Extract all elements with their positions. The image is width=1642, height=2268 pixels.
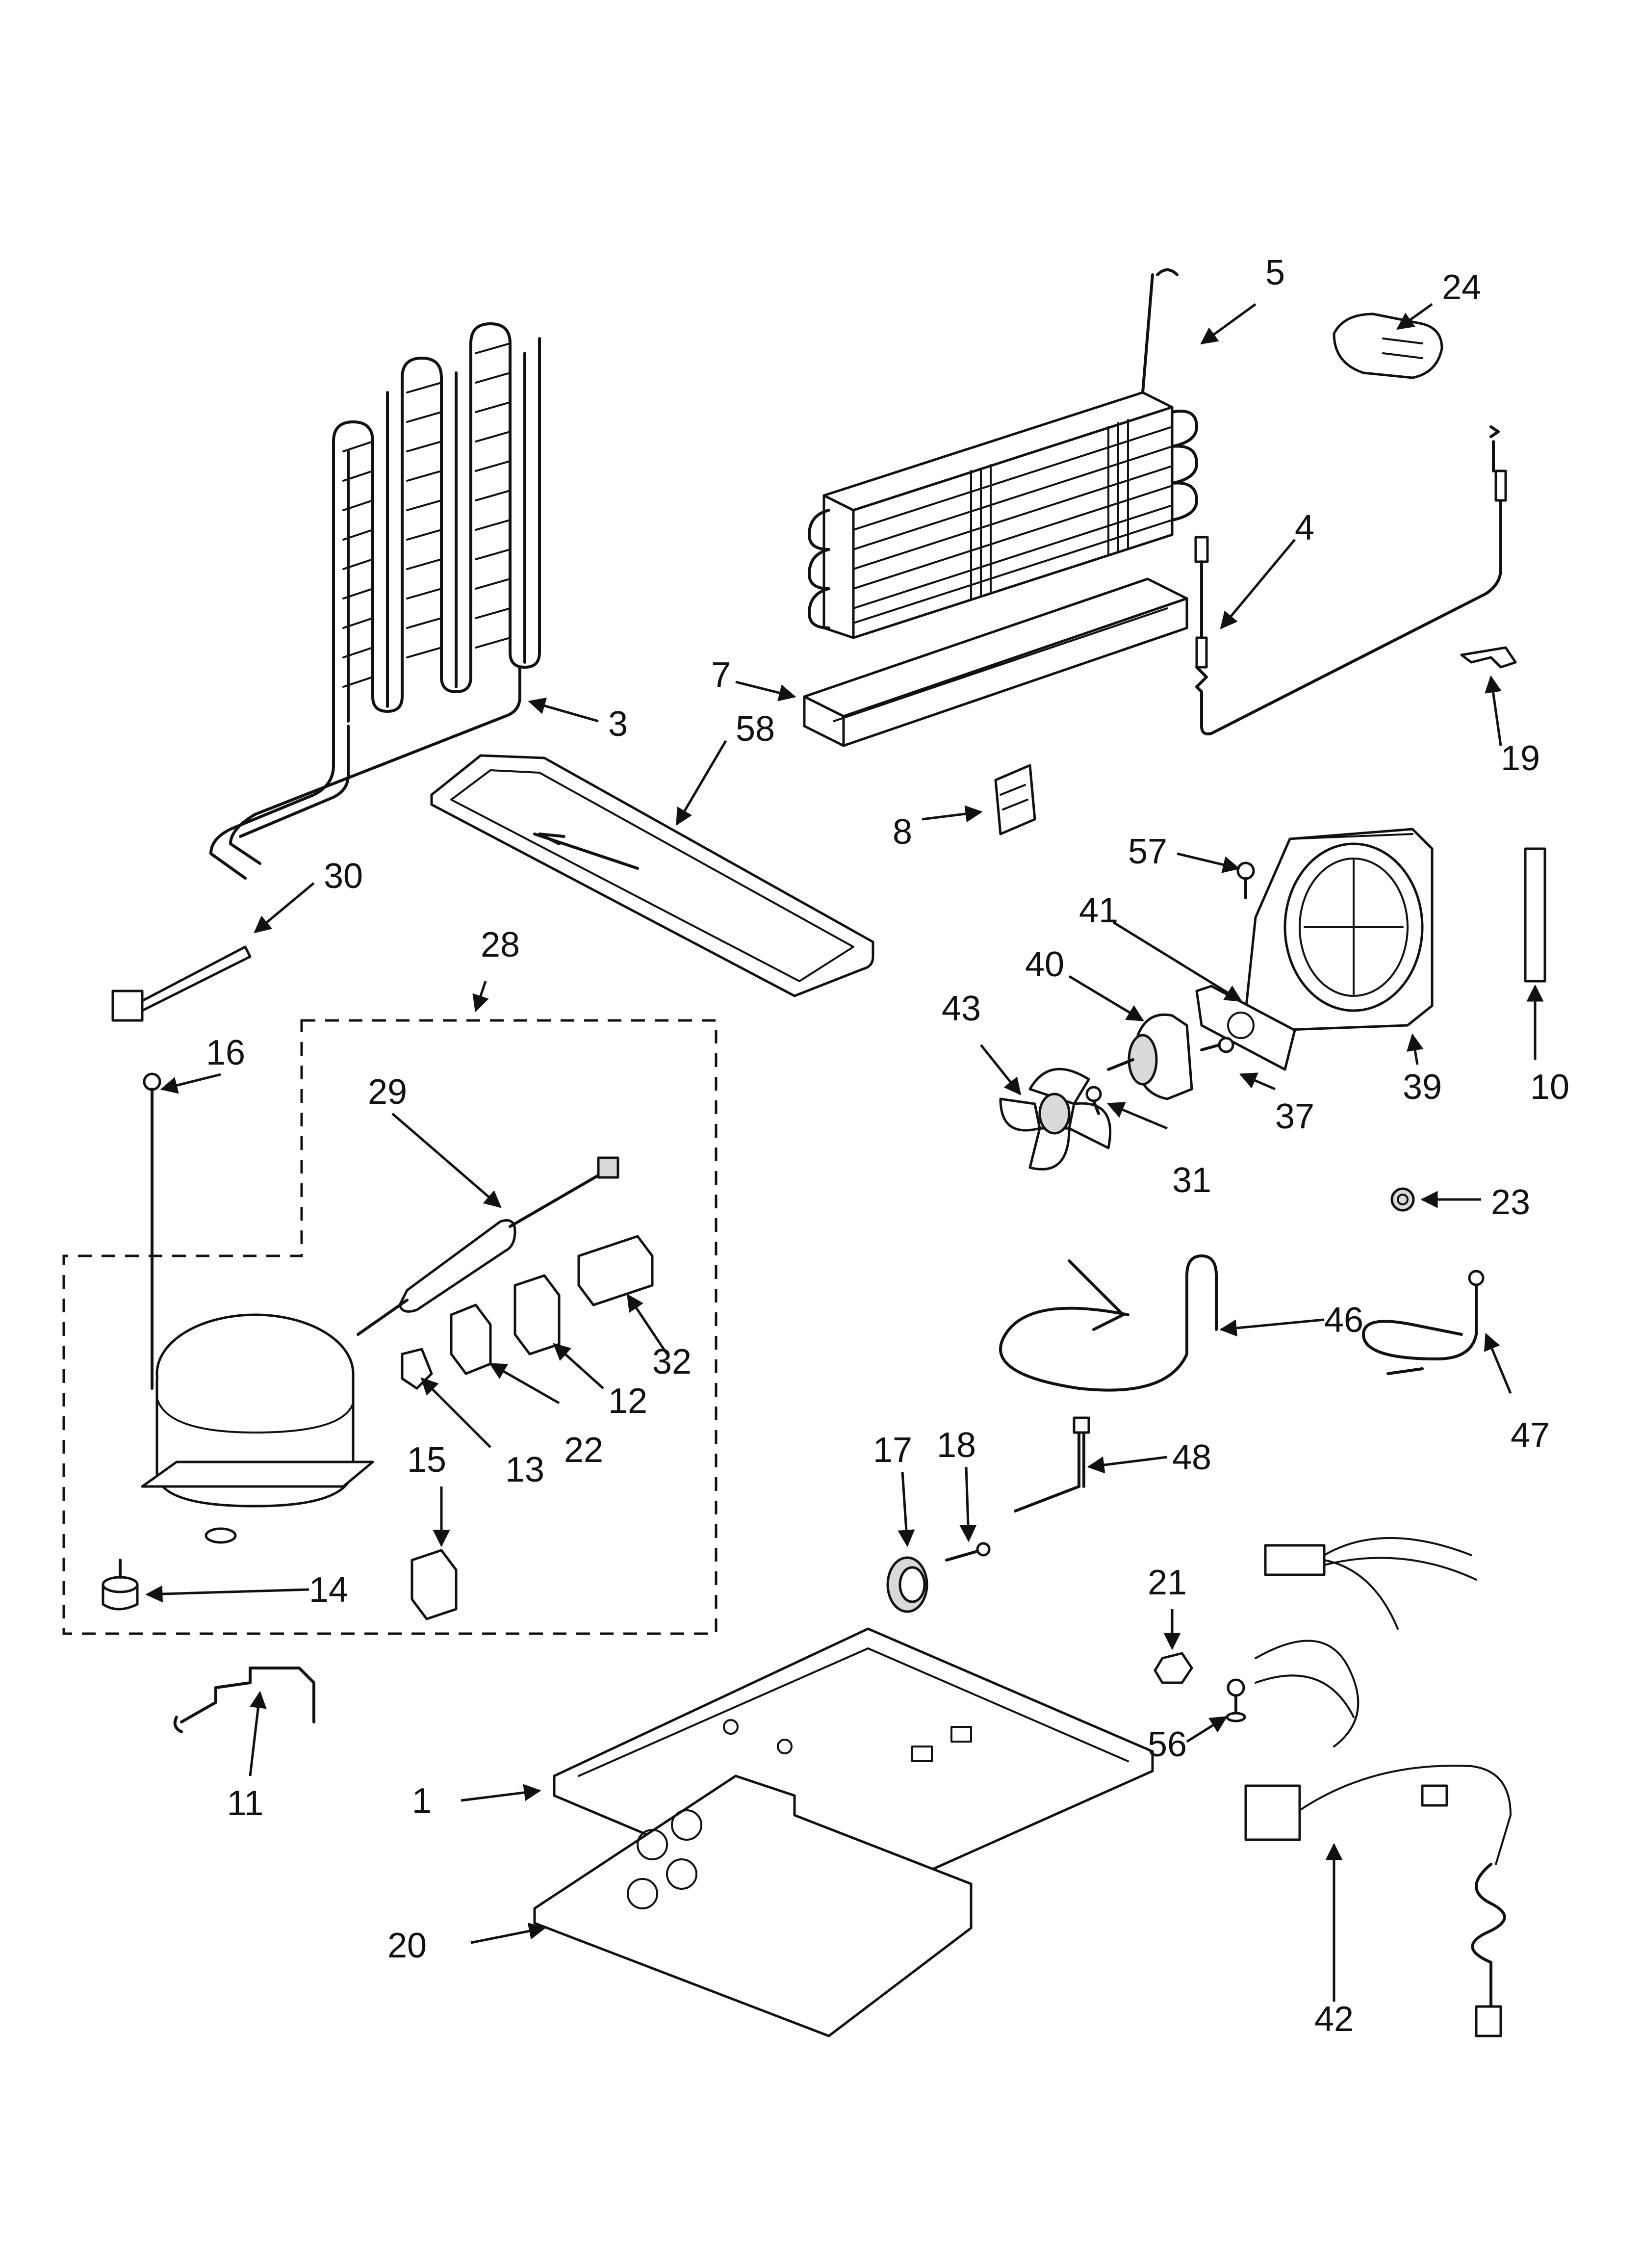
callout-18: 18 xyxy=(937,1426,976,1465)
callout-39: 39 xyxy=(1403,1068,1442,1107)
relay-15 xyxy=(410,1549,458,1620)
callout-4: 4 xyxy=(1295,508,1314,547)
thermistor-lead xyxy=(1194,425,1507,735)
kit-outline xyxy=(62,1019,718,1635)
cap-part xyxy=(1333,313,1443,379)
screw-56 xyxy=(1226,1678,1246,1722)
callout-10: 10 xyxy=(1530,1068,1569,1107)
condenser-coil xyxy=(209,322,541,880)
relay-22 xyxy=(450,1303,492,1375)
callout-21: 21 xyxy=(1148,1563,1187,1602)
callout-labels: 1 3 4 5 7 8 10 11 12 13 14 15 16 17 18 1… xyxy=(206,253,1569,2039)
callout-32: 32 xyxy=(652,1342,692,1382)
callout-30: 30 xyxy=(324,857,363,896)
callout-7: 7 xyxy=(711,655,731,695)
callout-28: 28 xyxy=(481,925,520,965)
callout-23: 23 xyxy=(1491,1183,1530,1222)
callout-43: 43 xyxy=(942,989,981,1028)
clip-part xyxy=(1460,646,1517,669)
callout-19: 19 xyxy=(1501,739,1540,778)
wire-harness xyxy=(1244,1537,1512,2037)
callout-12: 12 xyxy=(608,1382,647,1421)
drier xyxy=(357,1156,619,1336)
axle-pin xyxy=(945,1542,991,1562)
tube-46 xyxy=(999,1254,1218,1392)
callout-40: 40 xyxy=(1025,945,1064,984)
callout-46: 46 xyxy=(1324,1301,1363,1340)
callout-3: 3 xyxy=(608,704,628,744)
fan-motor xyxy=(1107,1013,1193,1100)
nut-21 xyxy=(1154,1652,1193,1684)
callout-31: 31 xyxy=(1172,1161,1211,1200)
evaporator-coil xyxy=(808,268,1198,639)
mounting-plate xyxy=(1195,985,1296,1071)
callout-8: 8 xyxy=(893,812,912,852)
drain-trough xyxy=(803,577,1188,747)
insulation-pad xyxy=(533,1774,973,2037)
callout-20: 20 xyxy=(387,1926,427,1965)
callout-22: 22 xyxy=(564,1431,603,1470)
tube-47 xyxy=(1362,1270,1485,1375)
relay-12 xyxy=(513,1274,561,1356)
callout-16: 16 xyxy=(206,1033,245,1072)
callout-5: 5 xyxy=(1265,253,1285,292)
callout-56: 56 xyxy=(1148,1725,1187,1764)
callout-41: 41 xyxy=(1079,891,1118,930)
screw-57 xyxy=(1236,861,1255,899)
wire-clip xyxy=(173,1667,315,1733)
screw-31 xyxy=(1085,1086,1102,1115)
roller xyxy=(886,1556,928,1613)
callout-14: 14 xyxy=(309,1570,348,1610)
grommet xyxy=(102,1559,139,1611)
fan-shroud xyxy=(1244,828,1434,1032)
foam-strip xyxy=(1524,847,1546,983)
callout-37: 37 xyxy=(1275,1097,1314,1136)
nut-23 xyxy=(1390,1187,1415,1212)
tube-48 xyxy=(1014,1416,1090,1512)
screw-37 xyxy=(1200,1037,1234,1053)
compressor xyxy=(141,1313,374,1544)
screw-16 xyxy=(143,1072,161,1390)
callout-24: 24 xyxy=(1442,268,1481,307)
relay-cover xyxy=(577,1235,654,1306)
callout-11: 11 xyxy=(227,1784,264,1823)
callout-1: 1 xyxy=(412,1781,432,1821)
callout-15: 15 xyxy=(407,1440,446,1480)
callout-13: 13 xyxy=(505,1450,544,1489)
drain-pan xyxy=(430,754,874,997)
callout-17: 17 xyxy=(873,1431,912,1470)
callout-47: 47 xyxy=(1511,1416,1550,1455)
callout-42: 42 xyxy=(1314,2000,1354,2039)
callout-48: 48 xyxy=(1172,1438,1211,1477)
callout-58: 58 xyxy=(736,709,775,749)
leader-lines xyxy=(145,303,1544,2002)
fan-blade xyxy=(999,1068,1112,1171)
cable-tie xyxy=(111,945,252,1022)
bracket-part xyxy=(994,764,1036,835)
callout-29: 29 xyxy=(368,1072,407,1112)
callout-57: 57 xyxy=(1128,832,1167,871)
